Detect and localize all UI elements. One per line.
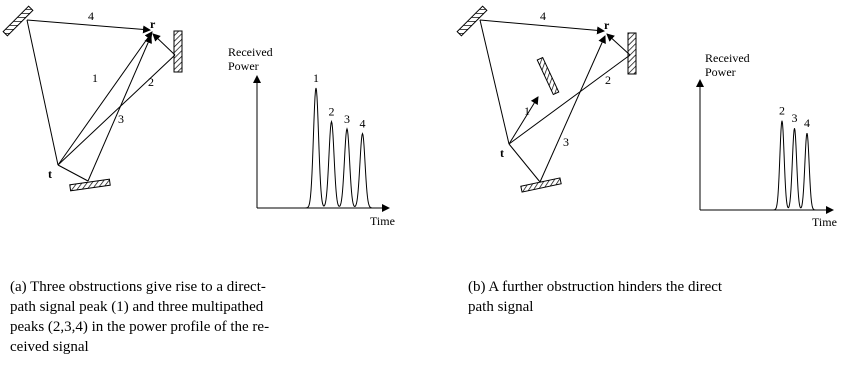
caption-a-line4: ceived signal: [10, 339, 89, 355]
path-2b: [152, 33, 176, 56]
path-4a: [26, 19, 59, 166]
power-curve-b: [700, 120, 818, 211]
path-label-3-b: 3: [563, 135, 569, 149]
caption-b-line2: path signal: [468, 299, 534, 315]
path-label-1-b: 1: [524, 104, 530, 118]
path-1-b: [508, 96, 539, 145]
caption-a-line3: peaks (2,3,4) in the power profile of th…: [10, 319, 270, 335]
peak-label-2: 3: [792, 111, 798, 125]
caption-b: (b) A further obstruction hinders the di…: [468, 277, 848, 317]
obstruction-right: [173, 30, 183, 73]
path-4a-b: [479, 19, 510, 145]
path-3a: [57, 164, 89, 182]
ylabel-line2-a: Power: [228, 59, 259, 73]
caption-a-line1: (a) Three obstructions give rise to a di…: [10, 279, 266, 295]
peak-label-4: 4: [360, 117, 366, 131]
path-label-4-a: 4: [88, 9, 94, 23]
caption-a-line2: path signal peak (1) and three multipath…: [10, 299, 264, 315]
ylabel-line2-b: Power: [705, 65, 736, 79]
path-label-4-b: 4: [540, 9, 546, 23]
receiver-label-b: r: [604, 18, 610, 32]
ylabel-line1-b: Received: [705, 51, 750, 65]
path-label-2-a: 2: [148, 75, 154, 89]
panel-a-diagram: [2, 5, 183, 192]
path-4b: [26, 19, 151, 34]
transmitter-label-b: t: [500, 146, 504, 160]
obstruction-direct-b: [536, 56, 560, 96]
caption-a: (a) Three obstructions give rise to a di…: [10, 277, 408, 357]
path-2b-b: [606, 33, 631, 56]
peak-label-2: 2: [329, 105, 335, 119]
peak-label-3: 3: [344, 112, 350, 126]
path-1: [57, 31, 153, 166]
panel-b-plot: [696, 79, 834, 214]
transmitter-label-a: t: [48, 167, 52, 181]
peak-label-1: 2: [779, 104, 785, 118]
path-label-1-a: 1: [92, 71, 98, 85]
obstruction-top-left-b: [456, 5, 488, 37]
path-3a-b: [508, 143, 541, 183]
peak-label-3: 4: [804, 116, 810, 130]
path-label-2-b: 2: [605, 73, 611, 87]
obstruction-bottom: [69, 178, 111, 192]
path-4b-b: [479, 19, 605, 35]
peak-label-1: 1: [313, 71, 319, 85]
panel-a-plot: [253, 75, 390, 212]
caption-b-line1: (b) A further obstruction hinders the di…: [468, 279, 723, 295]
power-curve-a: [257, 87, 372, 209]
path-3b-b: [539, 35, 606, 183]
ylabel-line1-a: Received: [228, 45, 273, 59]
obstruction-right-b: [627, 32, 637, 75]
path-label-3-a: 3: [118, 112, 124, 126]
path-3b: [87, 35, 152, 182]
path-2a-b: [508, 54, 631, 145]
obstruction-top-left: [2, 5, 34, 37]
xlabel-b: Time: [812, 215, 837, 229]
path-2a: [57, 54, 176, 166]
xlabel-a: Time: [370, 214, 395, 228]
panel-b-diagram: [456, 5, 637, 193]
receiver-label-a: r: [150, 17, 156, 31]
